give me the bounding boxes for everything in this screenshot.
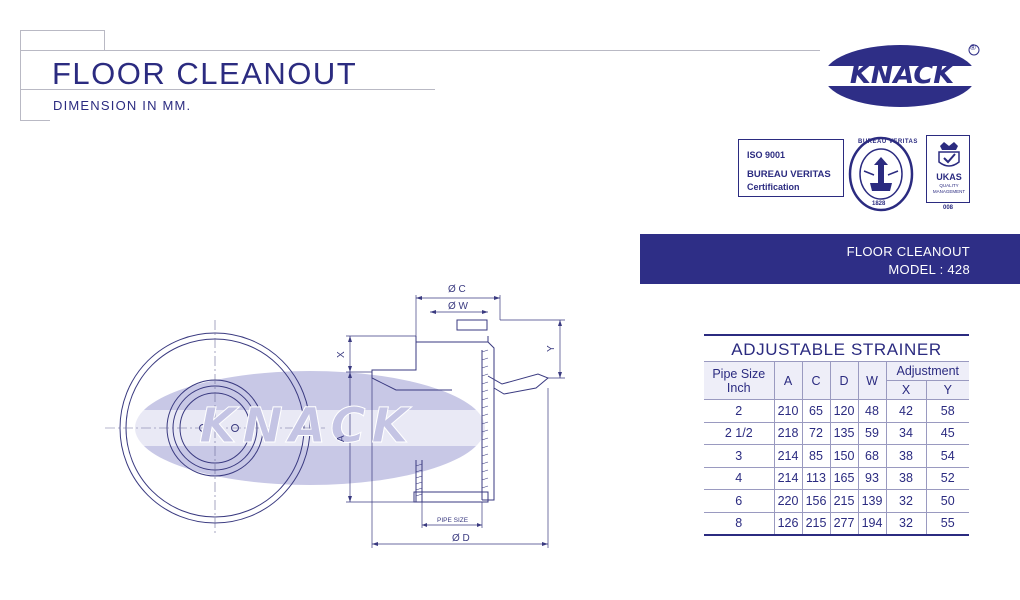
- table-cell: 54: [925, 444, 969, 468]
- iso-box: ISO 9001 BUREAU VERITAS Certification: [738, 139, 844, 197]
- page-subtitle: DIMENSION IN MM.: [53, 98, 192, 113]
- table-cell: 4: [704, 466, 775, 490]
- table-cell: 113: [801, 466, 831, 490]
- table-cell: 214: [773, 466, 803, 490]
- model-number: MODEL : 428: [888, 262, 970, 277]
- table-cell: 218: [773, 421, 803, 445]
- table-cell: 68: [857, 444, 887, 468]
- knack-logo: KNACK ®: [822, 42, 984, 110]
- table-cell: 72: [801, 421, 831, 445]
- ukas-label: UKAS: [936, 172, 962, 182]
- iso-label: ISO 9001: [747, 150, 786, 160]
- label-dia-d: Ø D: [452, 533, 470, 544]
- label-dia-w: Ø W: [448, 301, 469, 312]
- label-y: Y: [546, 345, 557, 352]
- header-y: Y: [925, 380, 969, 400]
- table-cell: 48: [857, 399, 887, 423]
- header-w: W: [857, 361, 887, 400]
- table-cell: 194: [857, 511, 887, 536]
- label-x: X: [336, 351, 347, 358]
- ukas-box: UKAS QUALITY MANAGEMENT: [926, 135, 970, 203]
- technical-drawing: KNACK Ø C Ø W X A Y Ø D PIPE SIZE: [100, 280, 580, 560]
- label-pipe-size: PIPE SIZE: [437, 517, 469, 524]
- table-cell: 50: [925, 489, 969, 513]
- table-cell: 93: [857, 466, 887, 490]
- registered-mark: ®: [970, 43, 976, 52]
- label-a: A: [336, 435, 347, 442]
- seal-top-text: BUREAU VERITAS: [858, 139, 918, 145]
- table-cell: 32: [885, 489, 927, 513]
- model-bar: FLOOR CLEANOUT MODEL : 428: [640, 234, 1020, 284]
- table-cell: 2 1/2: [704, 421, 775, 445]
- table-cell: 58: [925, 399, 969, 423]
- frame-line-left: [20, 30, 21, 120]
- table-cell: 139: [857, 489, 887, 513]
- table-cell: 215: [801, 511, 831, 536]
- table-cell: 6: [704, 489, 775, 513]
- table-cell: 45: [925, 421, 969, 445]
- crown-tick-icon: [938, 142, 960, 167]
- header-d: D: [829, 361, 859, 400]
- header-c: C: [801, 361, 831, 400]
- table-cell: 135: [829, 421, 859, 445]
- table-cell: 165: [829, 466, 859, 490]
- table-cell: 126: [773, 511, 803, 536]
- table-cell: 34: [885, 421, 927, 445]
- table-cell: 85: [801, 444, 831, 468]
- table-cell: 38: [885, 444, 927, 468]
- table-cell: 2: [704, 399, 775, 423]
- table-cell: 3: [704, 444, 775, 468]
- table-cell: 65: [801, 399, 831, 423]
- frame-line-box: [104, 30, 105, 50]
- bureau-veritas-label: BUREAU VERITAS: [747, 169, 831, 180]
- table-title: ADJUSTABLE STRAINER: [704, 334, 969, 361]
- ukas-sub1: QUALITY: [939, 183, 959, 188]
- table-cell: 52: [925, 466, 969, 490]
- table-cell: 120: [829, 399, 859, 423]
- table-cell: 277: [829, 511, 859, 536]
- dimension-table: ADJUSTABLE STRAINER Pipe Size Inch A C D…: [704, 334, 969, 536]
- page-title: FLOOR CLEANOUT: [52, 56, 358, 91]
- seal-year: 1828: [872, 201, 886, 207]
- header-pipe-size: Pipe Size Inch: [704, 361, 775, 400]
- frame-line-mid: [20, 89, 435, 90]
- ukas-sub2: MANAGEMENT: [932, 189, 966, 194]
- frame-line-box-top: [20, 30, 105, 31]
- table-cell: 42: [885, 399, 927, 423]
- table-cell: 220: [773, 489, 803, 513]
- table-cell: 150: [829, 444, 859, 468]
- table-cell: 55: [925, 511, 969, 536]
- table-cell: 8: [704, 511, 775, 536]
- header-x: X: [885, 380, 927, 400]
- table-cell: 214: [773, 444, 803, 468]
- label-dia-c: Ø C: [448, 284, 466, 295]
- table-cell: 156: [801, 489, 831, 513]
- header-a: A: [773, 361, 803, 400]
- bureau-veritas-seal-icon: [848, 136, 914, 212]
- model-product-name: FLOOR CLEANOUT: [846, 244, 970, 259]
- table-cell: 32: [885, 511, 927, 536]
- certification-label: Certification: [747, 182, 800, 192]
- table-cell: 210: [773, 399, 803, 423]
- ukas-number: 008: [942, 205, 953, 211]
- table-cell: 215: [829, 489, 859, 513]
- header-adjustment: Adjustment: [885, 361, 969, 381]
- frame-line-box-bottom: [20, 120, 50, 121]
- watermark-text: KNACK: [199, 398, 414, 454]
- certification-block: ISO 9001 BUREAU VERITAS Certification BU…: [738, 135, 970, 213]
- table-cell: 38: [885, 466, 927, 490]
- frame-line-top: [20, 50, 820, 51]
- table-cell: 59: [857, 421, 887, 445]
- logo-text: KNACK: [850, 59, 956, 90]
